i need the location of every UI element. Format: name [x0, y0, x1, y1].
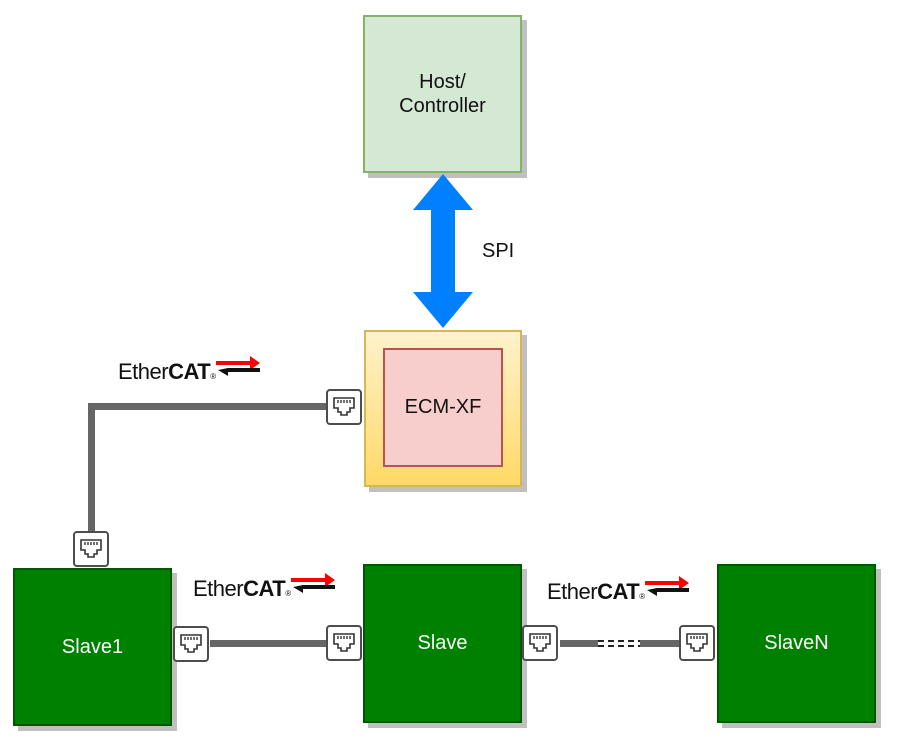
ethercat-logo-mark: ®	[285, 589, 291, 598]
ethercat-logo-regular: Ether	[547, 579, 598, 604]
ethercat-logo-regular: Ether	[118, 359, 169, 384]
spi-arrow-shape	[413, 174, 473, 328]
ethercat-logo-bold: CAT	[597, 579, 640, 604]
cable-ecm-to-slave1-horizontal	[88, 403, 328, 410]
slave-node[interactable]: Slave	[363, 564, 522, 723]
ethercat-logo-slaveN-link: EtherCAT®	[547, 575, 692, 611]
cable-slave-to-slaveN-left	[560, 640, 598, 647]
ethercat-logo-text: EtherCAT®	[118, 359, 216, 385]
ethercat-arrows-icon	[645, 576, 689, 596]
ethercat-logo-bold: CAT	[168, 359, 211, 384]
spi-label: SPI	[482, 240, 515, 262]
slave1-port-out[interactable]	[173, 626, 209, 662]
ecm-xf-label: ECM-XF	[404, 396, 482, 418]
ethercat-logo-text: EtherCAT®	[547, 579, 645, 605]
slaveN-node[interactable]: SlaveN	[717, 564, 876, 723]
slave-port-in[interactable]	[326, 625, 362, 661]
cable-slave-to-slaveN-right	[640, 640, 680, 647]
rj45-icon	[180, 634, 202, 653]
cable-ecm-to-slave1-vertical	[88, 403, 95, 533]
ethercat-logo-regular: Ether	[193, 576, 244, 601]
ethercat-logo-ecm-link: EtherCAT®	[118, 355, 263, 391]
ethercat-logo-mark: ®	[210, 372, 216, 381]
slave1-node[interactable]: Slave1	[13, 568, 172, 726]
ecm-ethernet-port[interactable]	[326, 389, 362, 425]
host-controller-node[interactable]: Host/ Controller	[363, 15, 522, 173]
host-label: Host/ Controller	[399, 70, 486, 118]
ethercat-logo-mark: ®	[639, 592, 645, 601]
rj45-icon	[333, 633, 355, 652]
slave1-port-in[interactable]	[73, 531, 109, 567]
slaveN-label: SlaveN	[764, 632, 829, 654]
cable-continuation-dashes	[598, 640, 640, 647]
ethercat-arrows-icon	[216, 356, 260, 376]
host-label-line1: Host/	[419, 71, 466, 93]
slaveN-port-in[interactable]	[679, 625, 715, 661]
ethercat-logo-text: EtherCAT®	[193, 576, 291, 602]
rj45-icon	[686, 633, 708, 652]
cable-slave1-to-slave	[210, 640, 328, 647]
rj45-icon	[529, 633, 551, 652]
ethercat-logo-bold: CAT	[243, 576, 286, 601]
rj45-icon	[80, 539, 102, 558]
slave1-label: Slave1	[61, 635, 124, 658]
ethercat-logo-slave1-link: EtherCAT®	[193, 572, 338, 608]
ecm-xf-chip[interactable]: ECM-XF	[383, 348, 503, 467]
slave-port-out[interactable]	[522, 625, 558, 661]
rj45-icon	[333, 397, 355, 416]
spi-double-arrow	[413, 174, 473, 328]
ethercat-arrows-icon	[291, 573, 335, 593]
slave-label: Slave	[417, 632, 468, 654]
host-label-line2: Controller	[399, 95, 486, 117]
